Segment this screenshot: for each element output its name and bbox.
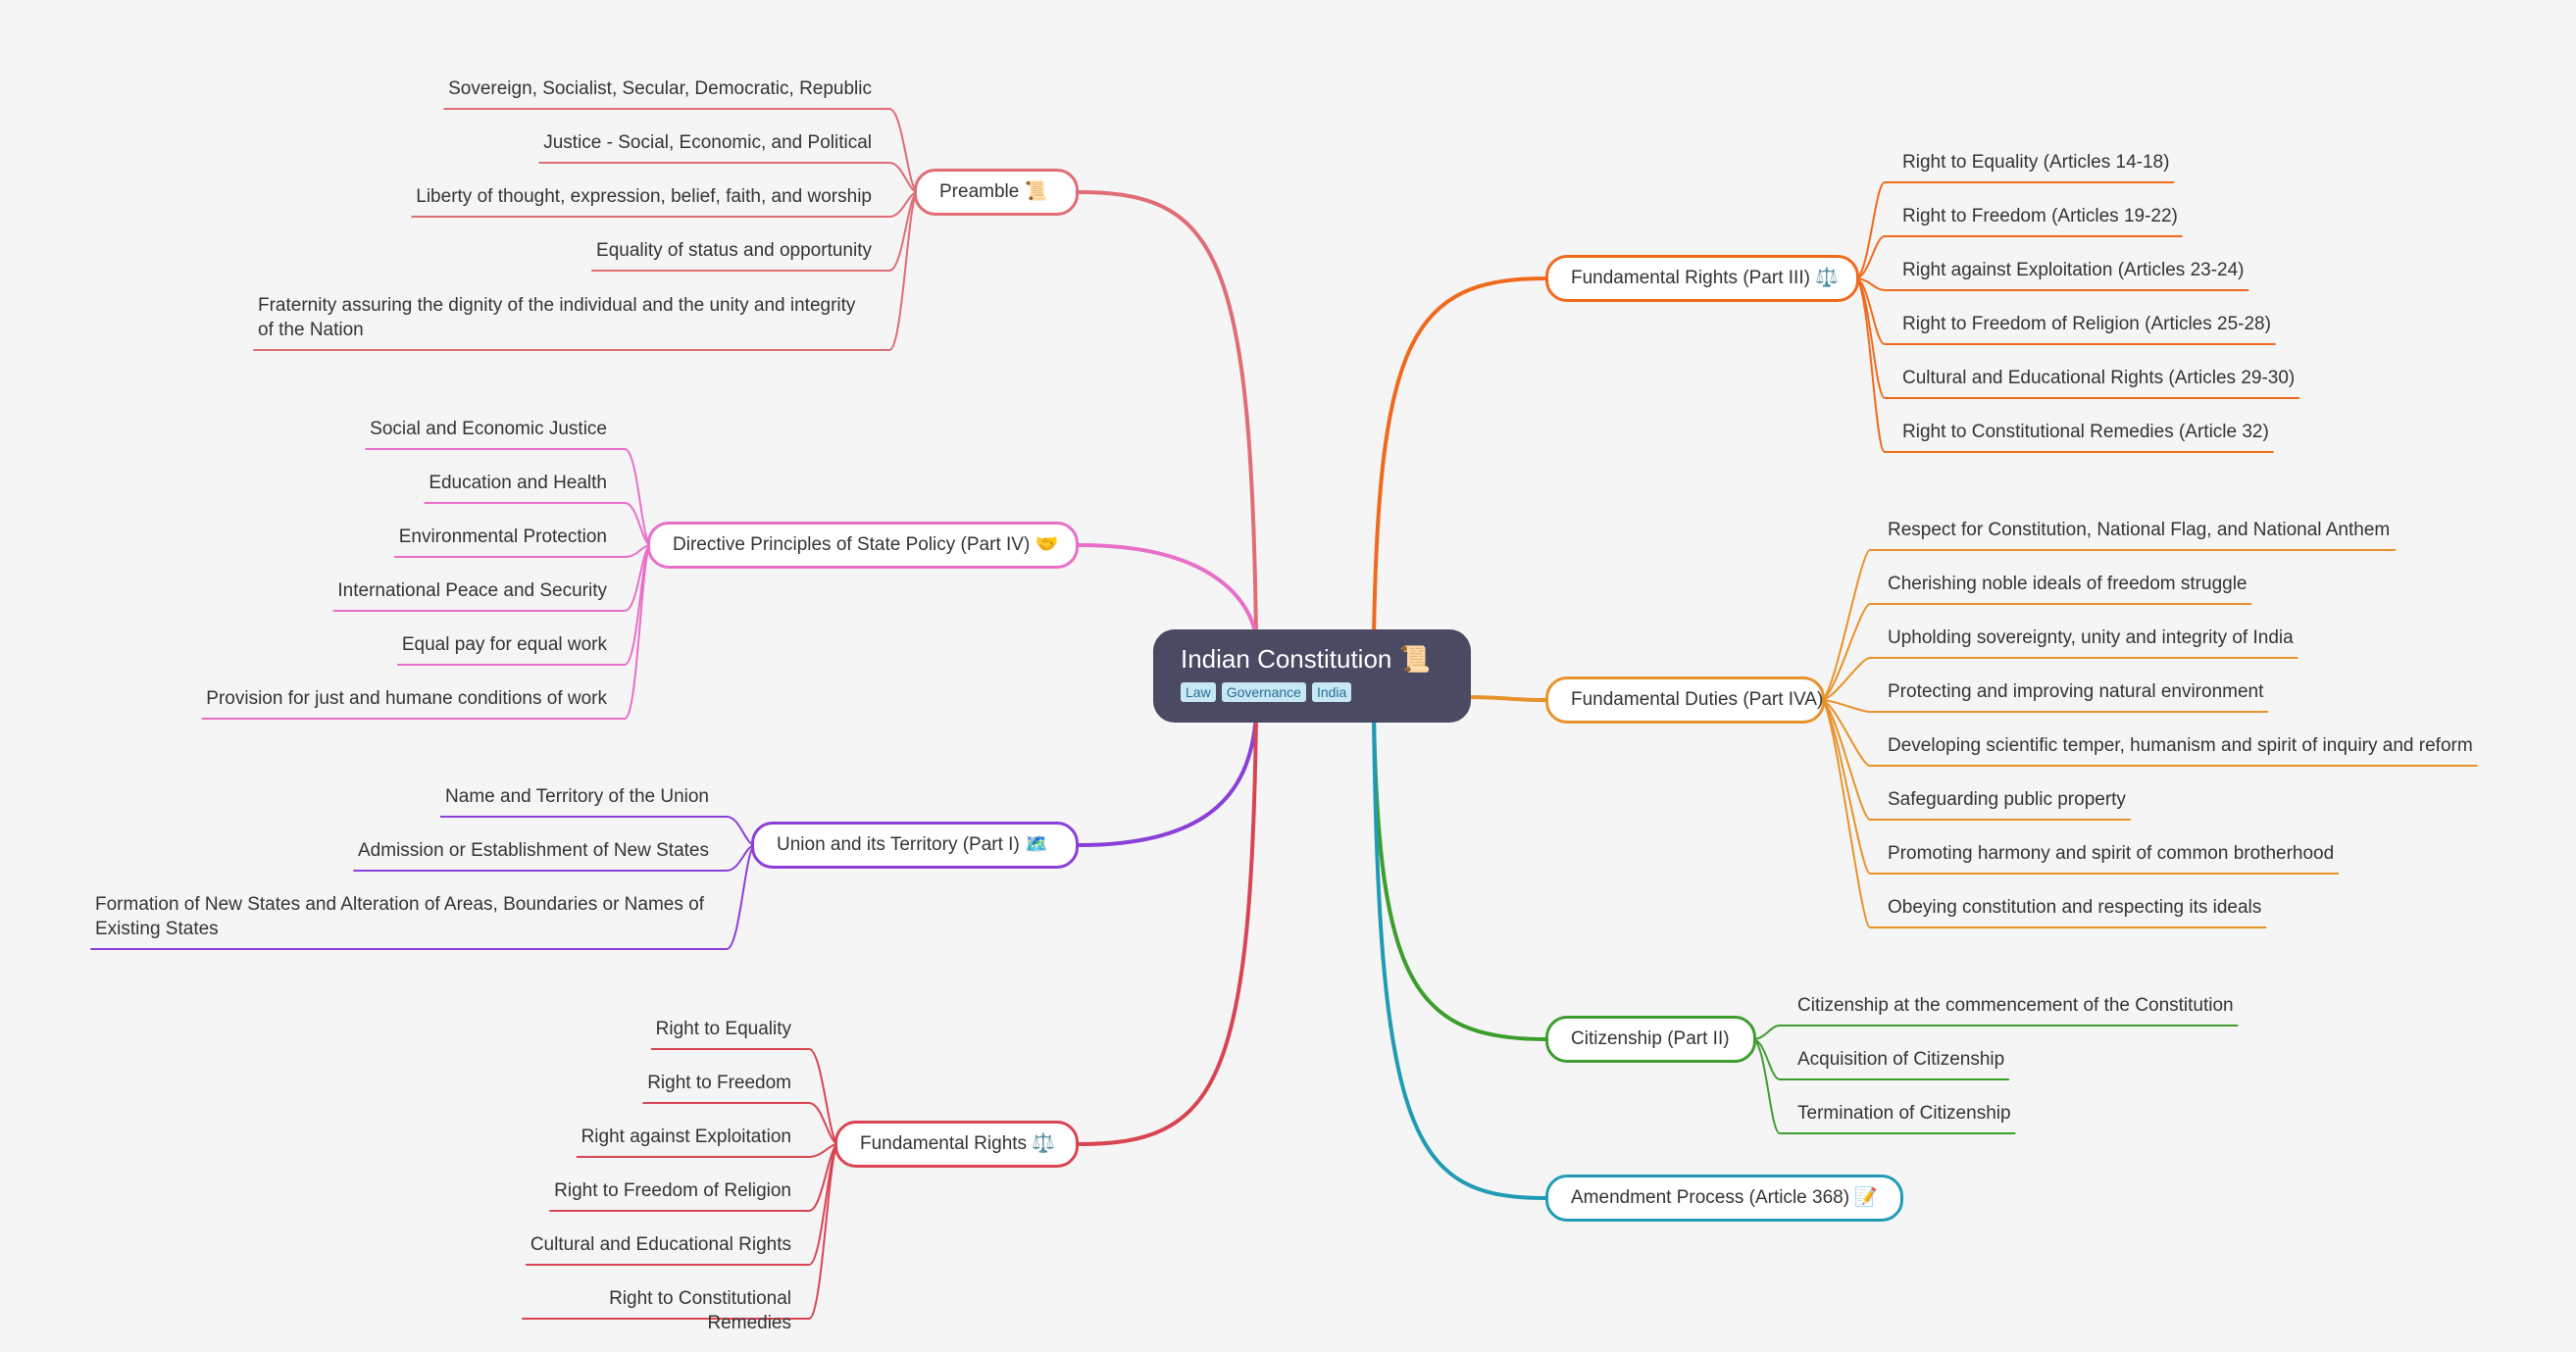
leaf-rights-left-6[interactable]: Right to Constitutional Remedies [609,1288,791,1333]
connector-leaf-rights_right-3 [1854,277,2249,291]
leaf-citizenship-1[interactable]: Citizenship at the commencement of the C… [1797,995,2234,1016]
leaf-directive-3[interactable]: Environmental Protection [398,526,607,547]
connector-leaf-duties-7 [1820,699,2340,875]
connector-leaf-duties-3 [1820,657,2298,701]
branch-amendment[interactable]: Amendment Process (Article 368) 📝 [1545,1175,1903,1222]
leaf-preamble-4[interactable]: Equality of status and opportunity [596,240,872,261]
leaf-rights-left-1[interactable]: Right to Equality [655,1019,791,1039]
tag-governance[interactable]: Governance [1221,682,1306,702]
leaf-rights-right-2[interactable]: Right to Freedom (Articles 19-22) [1902,206,2178,226]
leaf-union-1[interactable]: Name and Territory of the Union [445,786,709,807]
leaf-rights-right-6[interactable]: Right to Constitutional Remedies (Articl… [1902,422,2269,442]
connector-root-duties [1465,695,1547,702]
connector-root-amendment [1372,713,1547,1200]
branch-directive[interactable]: Directive Principles of State Policy (Pa… [647,522,1079,569]
connector-root-directive [1077,543,1258,639]
connector-leaf-rights_right-1 [1854,181,2175,279]
connector-leaf-citizenship-2 [1751,1038,2010,1080]
leaf-rights-left-2[interactable]: Right to Freedom [647,1073,791,1093]
leaf-duties-3[interactable]: Upholding sovereignty, unity and integri… [1888,627,2294,648]
connector-leaf-duties-8 [1820,699,2267,928]
leaf-duties-1[interactable]: Respect for Constitution, National Flag,… [1888,520,2391,540]
leaf-duties-4[interactable]: Protecting and improving natural environ… [1888,681,2264,702]
leaf-rights-left-4[interactable]: Right to Freedom of Religion [554,1180,791,1201]
leaf-directive-2[interactable]: Education and Health [429,473,607,493]
root-node[interactable]: Indian Constitution 📜 Law Governance Ind… [1153,629,1471,723]
leaf-directive-1[interactable]: Social and Economic Justice [370,419,607,439]
leaf-union-2[interactable]: Admission or Establishment of New States [358,840,709,861]
leaf-union-3[interactable]: Formation of New States and Alteration o… [95,894,704,939]
leaf-preamble-2[interactable]: Justice - Social, Economic, and Politica… [543,132,872,153]
leaf-rights-right-1[interactable]: Right to Equality (Articles 14-18) [1902,152,2170,173]
connector-leaf-duties-4 [1820,699,2269,713]
connector-root-rights_left [1077,713,1258,1146]
leaf-duties-2[interactable]: Cherishing noble ideals of freedom strug… [1888,574,2248,594]
leaf-directive-6[interactable]: Provision for just and humane conditions… [206,688,607,709]
connector-leaf-duties-1 [1820,549,2397,701]
leaf-citizenship-3[interactable]: Termination of Citizenship [1797,1103,2011,1124]
leaf-rights-right-3[interactable]: Right against Exploitation (Articles 23-… [1902,260,2245,280]
leaf-preamble-3[interactable]: Liberty of thought, expression, belief, … [416,186,872,207]
tag-india[interactable]: India [1311,682,1352,702]
connector-root-citizenship [1372,713,1547,1041]
leaf-duties-5[interactable]: Developing scientific temper, humanism a… [1888,735,2473,756]
leaf-rights-left-3[interactable]: Right against Exploitation [581,1127,791,1147]
leaf-preamble-1[interactable]: Sovereign, Socialist, Secular, Democrati… [448,78,872,99]
connector-leaf-rights_right-2 [1854,235,2183,279]
leaf-citizenship-2[interactable]: Acquisition of Citizenship [1797,1049,2005,1070]
branch-citizenship[interactable]: Citizenship (Part II) [1545,1016,1756,1063]
connector-root-preamble [1077,190,1258,639]
leaf-directive-4[interactable]: International Peace and Security [337,580,607,601]
connector-leaf-duties-5 [1820,699,2478,767]
root-title: Indian Constitution 📜 [1181,644,1431,674]
branch-preamble[interactable]: Preamble 📜 [914,169,1079,216]
leaf-rights-right-5[interactable]: Cultural and Educational Rights (Article… [1902,368,2296,388]
branch-duties[interactable]: Fundamental Duties (Part IVA) [1545,676,1825,724]
connector-root-union [1077,713,1258,847]
leaf-duties-8[interactable]: Obeying constitution and respecting its … [1888,897,2262,918]
connector-leaf-duties-6 [1820,699,2131,821]
root-tags: Law Governance India [1181,682,1443,702]
connector-leaf-duties-2 [1820,603,2252,701]
branch-rights-right[interactable]: Fundamental Rights (Part III) ⚖️ [1545,255,1859,302]
leaf-preamble-5[interactable]: Fraternity assuring the dignity of the i… [258,295,856,340]
connector-leaf-citizenship-3 [1751,1038,2016,1134]
connector-leaf-citizenship-1 [1751,1025,2239,1040]
tag-law[interactable]: Law [1181,682,1216,702]
leaf-directive-5[interactable]: Equal pay for equal work [401,634,607,655]
branch-rights-left[interactable]: Fundamental Rights ⚖️ [834,1121,1079,1168]
branch-union[interactable]: Union and its Territory (Part I) 🗺️ [751,822,1079,869]
leaf-rights-right-4[interactable]: Right to Freedom of Religion (Articles 2… [1902,314,2271,334]
leaf-rights-left-5[interactable]: Cultural and Educational Rights [530,1234,791,1255]
connector-leaf-rights_right-6 [1854,277,2274,453]
leaf-duties-6[interactable]: Safeguarding public property [1888,789,2126,810]
leaf-duties-7[interactable]: Promoting harmony and spirit of common b… [1888,843,2335,864]
connector-root-rights_right [1372,276,1547,639]
